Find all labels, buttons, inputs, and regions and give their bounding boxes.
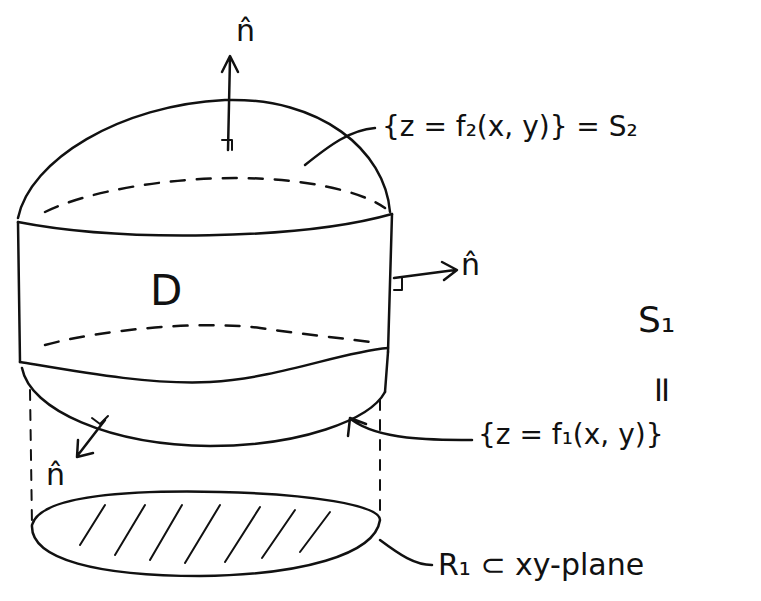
region-label: R₁ ⊂ xy-plane [438,548,644,581]
normal-label: n̂ [461,248,480,281]
normal-label: n̂ [236,14,255,47]
projection-line [379,400,381,512]
projection-line [30,390,32,525]
top-surface [18,100,390,218]
normal-label: n̂ [46,458,65,491]
right-angle-mark [394,278,402,290]
leader-line [348,418,472,440]
surface-label: {z = f₁(x, y)} [478,420,663,451]
surface-label: {z = f₂(x, y)} = S₂ [382,112,638,143]
region-outline [32,492,380,576]
back-rim [45,178,385,212]
side-wall [18,222,20,362]
normal-arrow [77,420,105,457]
surface-name: S₁ [638,300,675,340]
leader-line [305,128,375,165]
normal-arrow [222,56,238,150]
right-angle-mark [222,140,232,150]
front-rim [18,214,392,235]
side-wall [385,352,388,392]
normal-arrow [394,262,457,280]
bottom-surface [22,368,385,446]
side-wall [388,214,392,352]
bottom-rim [20,348,388,382]
region-label: D [150,268,182,314]
leader-line [380,540,432,565]
right-angle-mark [92,416,108,424]
equals-mark: = [643,375,683,405]
hatching [80,505,330,563]
back-rim [45,325,370,345]
